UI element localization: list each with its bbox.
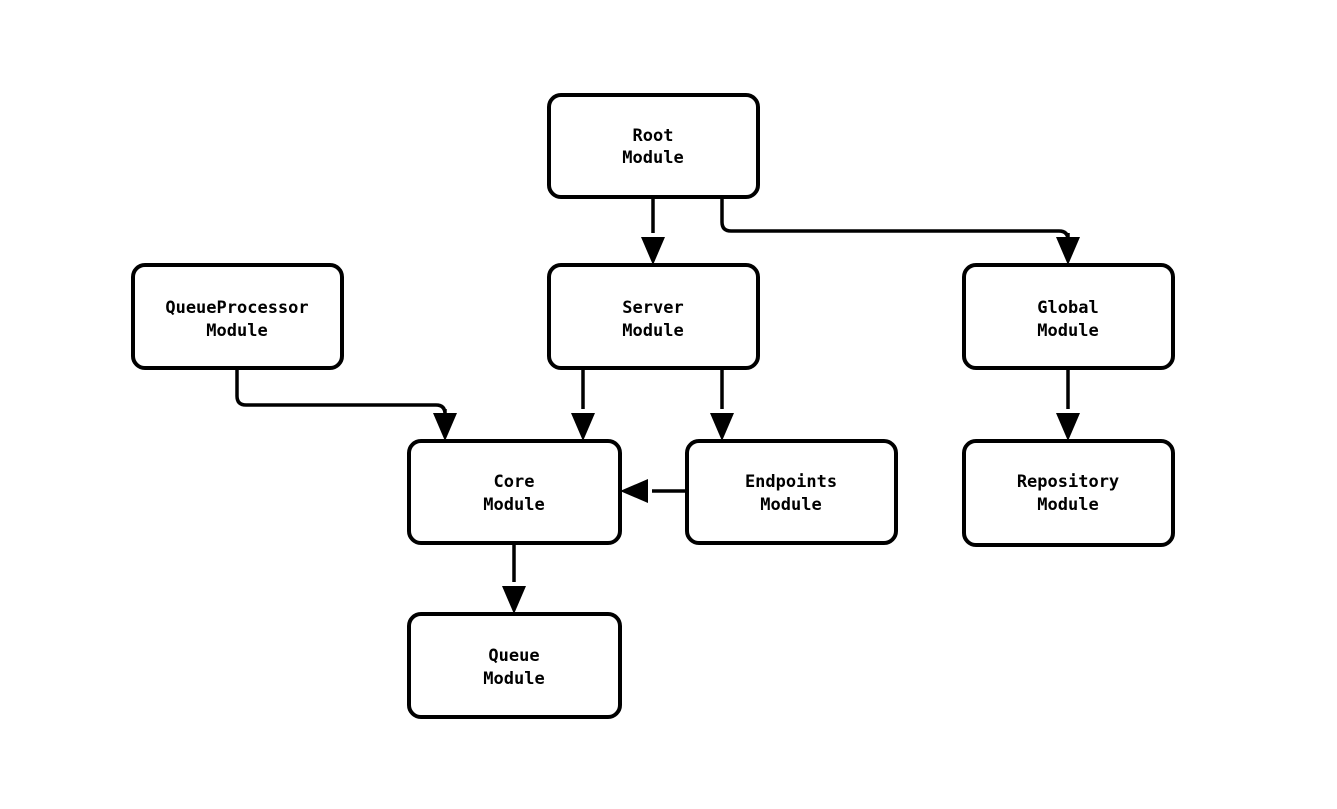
node-root-module-box[interactable] — [547, 93, 760, 199]
node-repository-module-label-line2: Module — [1037, 495, 1098, 515]
node-endpoints-module-label-line2: Module — [760, 495, 821, 515]
edge-queueprocessor-to-core — [235, 368, 457, 441]
edge-endpoints-to-core — [620, 479, 687, 503]
node-core-module[interactable]: Core Module — [407, 439, 622, 545]
edge-queueprocessor-to-core-line — [235, 368, 447, 416]
edge-server-to-core — [571, 368, 595, 441]
node-root-module[interactable]: Root Module — [547, 93, 760, 199]
node-repository-module-label-line1: Repository — [1017, 472, 1119, 492]
node-global-module-box[interactable] — [962, 263, 1175, 370]
edge-root-to-server — [641, 197, 665, 265]
node-core-module-box[interactable] — [407, 439, 622, 545]
node-server-module[interactable]: Server Module — [547, 263, 760, 370]
edge-root-to-server-arrowhead — [641, 237, 665, 265]
node-queue-module[interactable]: Queue Module — [407, 612, 622, 719]
node-core-module-label-line1: Core — [494, 472, 535, 492]
node-queue-module-box[interactable] — [407, 612, 622, 719]
edge-endpoints-to-core-arrowhead — [620, 479, 648, 503]
node-endpoints-module-box[interactable] — [685, 439, 898, 545]
edge-global-to-repository-arrowhead — [1056, 413, 1080, 441]
edge-server-to-endpoints — [710, 368, 734, 441]
node-root-module-label-line1: Root — [633, 126, 674, 146]
node-repository-module[interactable]: Repository Module — [962, 439, 1175, 547]
node-queueprocessor-module-box[interactable] — [131, 263, 344, 370]
edge-core-to-queue — [502, 543, 526, 614]
node-queueprocessor-module-label-line1: QueueProcessor — [165, 298, 308, 318]
node-endpoints-module[interactable]: Endpoints Module — [685, 439, 898, 545]
node-server-module-label-line2: Module — [622, 321, 683, 341]
edge-root-to-global-line — [720, 197, 1070, 242]
node-global-module[interactable]: Global Module — [962, 263, 1175, 370]
node-root-module-label-line2: Module — [622, 148, 683, 168]
edge-server-to-core-arrowhead — [571, 413, 595, 441]
node-server-module-box[interactable] — [547, 263, 760, 370]
node-endpoints-module-label-line1: Endpoints — [745, 472, 837, 492]
node-repository-module-box[interactable] — [962, 439, 1175, 547]
node-global-module-label-line2: Module — [1037, 321, 1098, 341]
node-core-module-label-line2: Module — [483, 495, 544, 515]
node-queueprocessor-module[interactable]: QueueProcessor Module — [131, 263, 344, 370]
node-server-module-label-line1: Server — [622, 298, 683, 318]
edge-core-to-queue-arrowhead — [502, 586, 526, 614]
edge-queueprocessor-to-core-arrowhead — [433, 413, 457, 441]
edge-root-to-global-arrowhead — [1056, 237, 1080, 265]
node-queueprocessor-module-label-line2: Module — [206, 321, 267, 341]
node-queue-module-label-line1: Queue — [488, 646, 539, 666]
node-queue-module-label-line2: Module — [483, 669, 544, 689]
node-global-module-label-line1: Global — [1037, 298, 1098, 318]
edge-global-to-repository — [1056, 368, 1080, 441]
edge-server-to-endpoints-arrowhead — [710, 413, 734, 441]
edge-root-to-global — [720, 197, 1080, 265]
